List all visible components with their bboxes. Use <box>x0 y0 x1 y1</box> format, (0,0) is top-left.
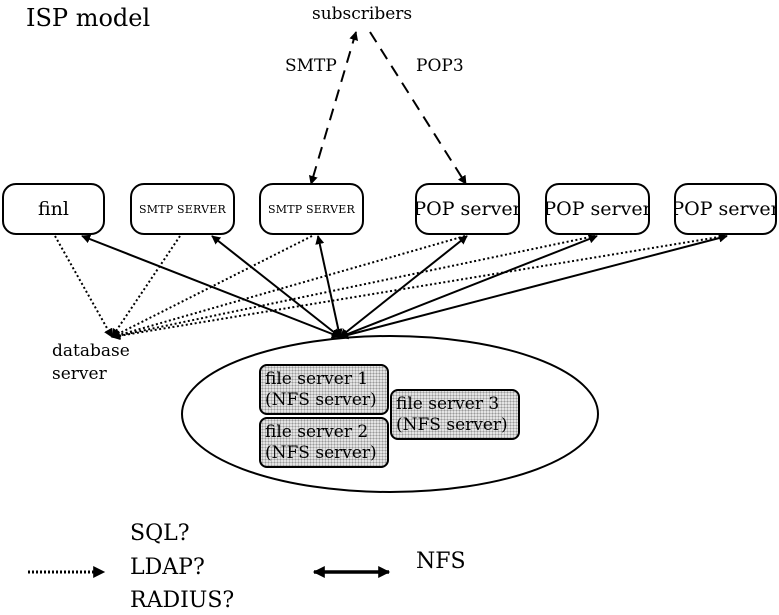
file-server-3: file server 3 (NFS server) <box>390 389 520 440</box>
server-box-smtp-1: SMTP SERVER <box>130 183 235 235</box>
file-server-role: (NFS server) <box>265 390 377 410</box>
nfs-link-pop-1 <box>339 235 468 338</box>
db-link-pop-1 <box>111 235 466 340</box>
server-label: POP server <box>415 198 520 220</box>
db-link-pop-2 <box>111 235 596 340</box>
server-box-pop-1: POP server <box>415 183 520 235</box>
nfs-link-smtp-2 <box>315 235 343 338</box>
server-label: POP server <box>545 198 650 220</box>
server-box-pop-3: POP server <box>674 183 777 235</box>
server-box-smtp-2: SMTP SERVER <box>259 183 364 235</box>
page-title: ISP model <box>26 4 151 32</box>
nfs-links <box>81 233 728 340</box>
pop3-dashed-arrow <box>369 31 467 185</box>
database-links <box>54 235 726 341</box>
server-box-finl: finl <box>2 183 105 235</box>
db-link-pop-3 <box>111 235 726 341</box>
file-server-name: file server 3 <box>396 394 500 414</box>
nfs-link-pop-2 <box>339 234 598 339</box>
file-server-role: (NFS server) <box>396 415 508 435</box>
smtp-protocol-label: SMTP <box>285 56 337 76</box>
smtp-dashed-arrow <box>308 31 359 185</box>
database-server-label-line1: database <box>52 341 130 361</box>
nfs-link-finl <box>81 234 341 339</box>
server-label: SMTP SERVER <box>268 202 355 216</box>
server-label: POP server <box>674 198 777 220</box>
file-server-2: file server 2 (NFS server) <box>259 417 389 468</box>
file-server-name: file server 2 <box>265 422 369 442</box>
legend-radius-label: RADIUS? <box>130 588 235 613</box>
file-server-cluster <box>181 335 599 493</box>
legend-sql-label: SQL? <box>130 521 190 546</box>
file-server-1: file server 1 (NFS server) <box>259 364 389 415</box>
server-label: SMTP SERVER <box>139 202 226 216</box>
subscribers-label: subscribers <box>312 4 413 24</box>
file-server-role: (NFS server) <box>265 443 377 463</box>
db-link-finl <box>54 235 113 338</box>
legend-nfs-label: NFS <box>416 549 466 574</box>
nfs-link-pop-3 <box>339 233 728 340</box>
database-server-label-line2: server <box>52 364 107 384</box>
pop3-protocol-label: POP3 <box>416 56 464 76</box>
server-label: finl <box>38 198 69 220</box>
legend-ldap-label: LDAP? <box>130 555 205 580</box>
server-box-pop-2: POP server <box>545 183 650 235</box>
file-server-name: file server 1 <box>265 369 369 389</box>
